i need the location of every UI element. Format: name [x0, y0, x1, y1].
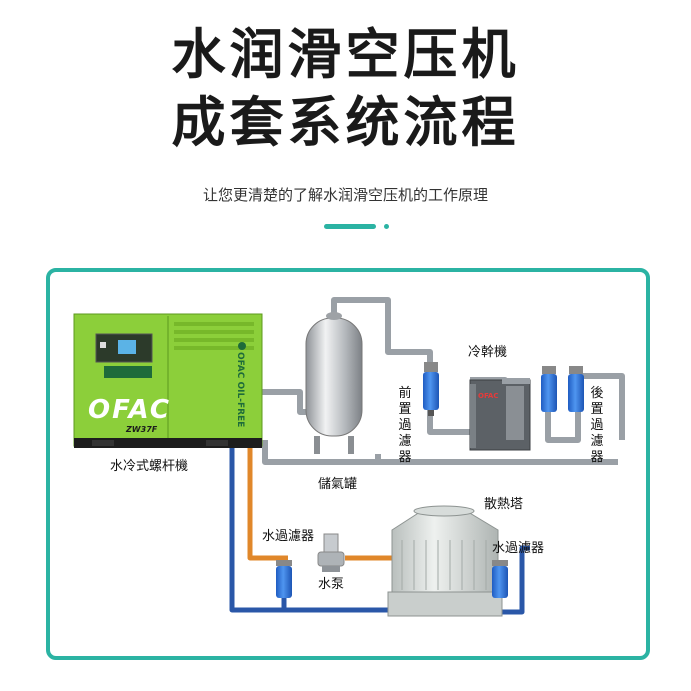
water-filter-left-label: 水過濾器	[262, 529, 315, 544]
water-pipes-blue	[229, 448, 530, 615]
cooling-tower	[387, 505, 503, 617]
water-filter-right	[492, 560, 508, 598]
water-pump-label: 水泵	[318, 577, 345, 592]
compressor-model-text: ZW37F	[125, 425, 158, 434]
compressor-brand-text: OFAC	[88, 395, 171, 425]
water-pump	[317, 533, 345, 572]
air-storage-tank	[305, 312, 363, 454]
dryer-label: 冷幹機	[468, 345, 508, 360]
screw-compressor: OFAC ZW37F OFAC OIL-FREE	[73, 313, 263, 448]
compressor-side-brand-text: OFAC OIL-FREE	[235, 352, 245, 427]
page-subtitle: 让您更清楚的了解水润滑空压机的工作原理	[202, 186, 488, 204]
water-filter-left	[276, 560, 292, 598]
tank-label: 儲氣罐	[318, 477, 358, 492]
water-filter-right-label: 水過濾器	[492, 541, 545, 556]
divider-bar	[324, 224, 376, 229]
pre-filter-label: 前置過濾器	[398, 386, 412, 465]
page-title-line-2: 成套系统流程	[171, 91, 520, 154]
compressor-label: 水冷式螺杆機	[110, 459, 189, 474]
divider-dot	[384, 224, 389, 229]
post-filter-label: 後置過濾器	[590, 386, 604, 465]
pre-filter	[423, 362, 439, 416]
cooling-tower-label: 散熱塔	[484, 497, 524, 512]
dryer-brand-text: OFAC	[478, 392, 498, 400]
post-filters	[541, 366, 584, 412]
water-pipes-orange	[247, 448, 398, 561]
refrigerated-dryer: OFAC	[469, 378, 531, 451]
page-title-line-1: 水润滑空压机	[171, 23, 520, 86]
